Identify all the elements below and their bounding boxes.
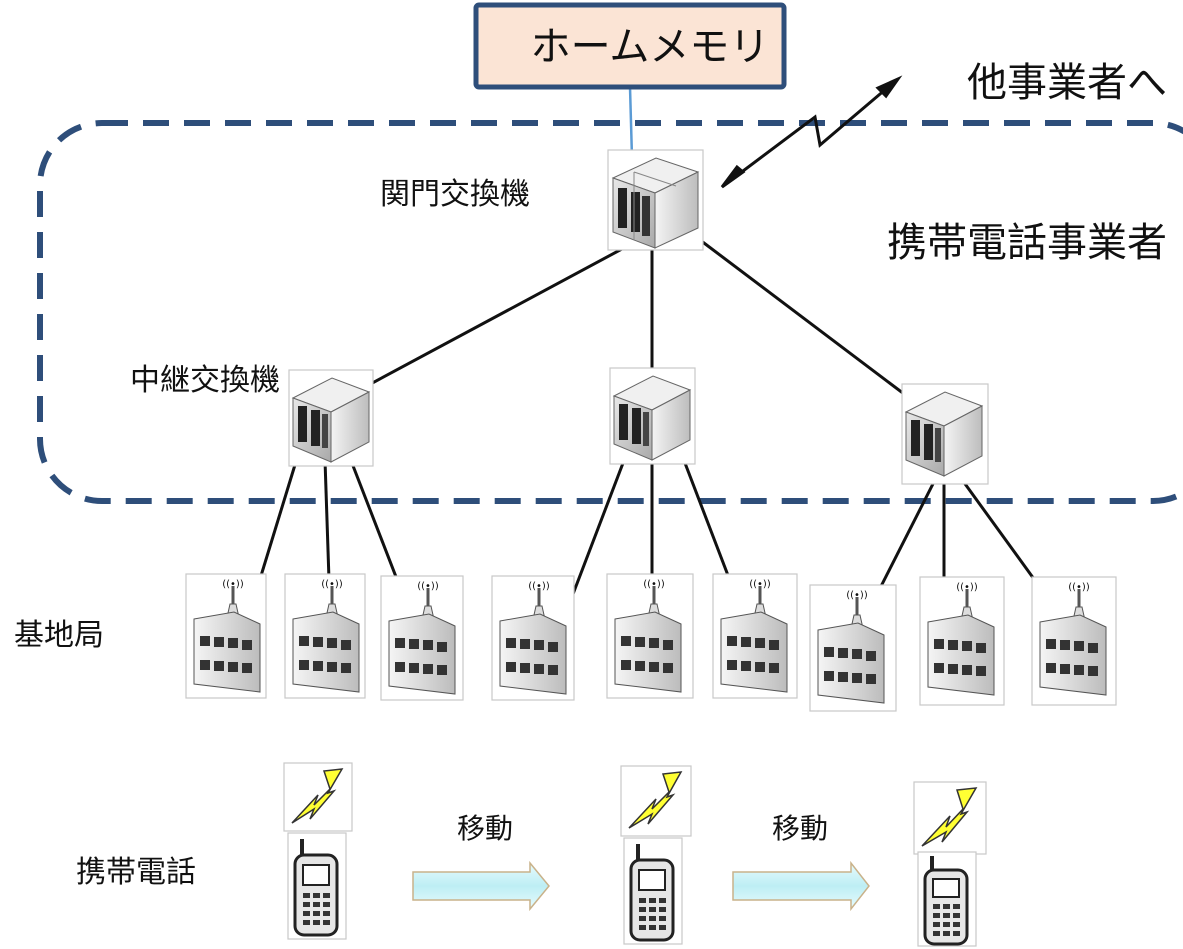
- mobile-carrier-label: 携帯電話事業者: [887, 220, 1167, 266]
- lightning-icon-2: [620, 765, 692, 837]
- base-station-icon-8: ((•)): [919, 576, 1005, 706]
- svg-text:((•)): ((•)): [643, 579, 665, 590]
- mobile-phone-label: 携帯電話: [76, 855, 196, 890]
- home-memory-link: [628, 86, 634, 159]
- lightning-icon-1: [283, 762, 353, 832]
- svg-text:((•)): ((•)): [846, 590, 868, 601]
- carrier-boundary: [37, 120, 1183, 504]
- base-station-icon-7: ((•)): [809, 584, 897, 712]
- base-station-icon-5: ((•)): [606, 573, 694, 699]
- svg-text:((•)): ((•)): [417, 581, 439, 592]
- interconnect-arrow: [720, 75, 903, 189]
- base-station-icon-6: ((•)): [712, 573, 798, 699]
- lightning-icon-3: [913, 781, 987, 855]
- right-arrow-icon-2: [732, 860, 870, 912]
- base-station-icon-9: ((•)): [1031, 576, 1117, 706]
- svg-text:((•)): ((•)): [222, 579, 244, 590]
- svg-text:((•)): ((•)): [749, 579, 771, 590]
- base-station-icon-2: ((•)): [284, 573, 366, 699]
- relay-exchange-label: 中継交換機: [130, 363, 280, 398]
- svg-text:((•)): ((•)): [956, 582, 978, 593]
- gateway-exchange-icon: [607, 149, 704, 251]
- home-memory-label: ホームメモリ: [531, 24, 770, 70]
- base-station-label: 基地局: [14, 618, 104, 653]
- mobile-phone-group-3: [913, 781, 987, 947]
- svg-text:((•)): ((•)): [1068, 582, 1090, 593]
- move-label-2: 移動: [772, 812, 828, 845]
- svg-text:((•)): ((•)): [321, 579, 343, 590]
- base-station-icon-1: ((•)): [185, 573, 267, 699]
- base-station-icon-3: ((•)): [380, 575, 464, 701]
- home-memory-box: ホームメモリ: [473, 2, 787, 90]
- to-other-carriers-label: 他事業者へ: [967, 60, 1167, 106]
- relay-exchange-icon-1: [288, 369, 374, 467]
- right-arrow-icon-1: [412, 860, 550, 912]
- base-station-icon-4: ((•)): [491, 575, 575, 701]
- relay-exchange-icon-3: [901, 383, 989, 485]
- mobile-phone-group-2: [620, 765, 692, 945]
- mobile-phone-icon-2: [623, 837, 683, 945]
- mobile-phone-group-1: [283, 762, 353, 940]
- mobile-phone-icon-3: [917, 851, 977, 947]
- svg-text:((•)): ((•)): [528, 581, 550, 592]
- mobile-phone-icon-1: [287, 832, 347, 940]
- gateway-exchange-label: 関門交換機: [380, 177, 530, 212]
- base-stations: ((•)) ((•)) ((•)) ((•)): [185, 573, 1117, 712]
- relay-exchange-icon-2: [609, 367, 696, 465]
- move-label-1: 移動: [457, 812, 513, 845]
